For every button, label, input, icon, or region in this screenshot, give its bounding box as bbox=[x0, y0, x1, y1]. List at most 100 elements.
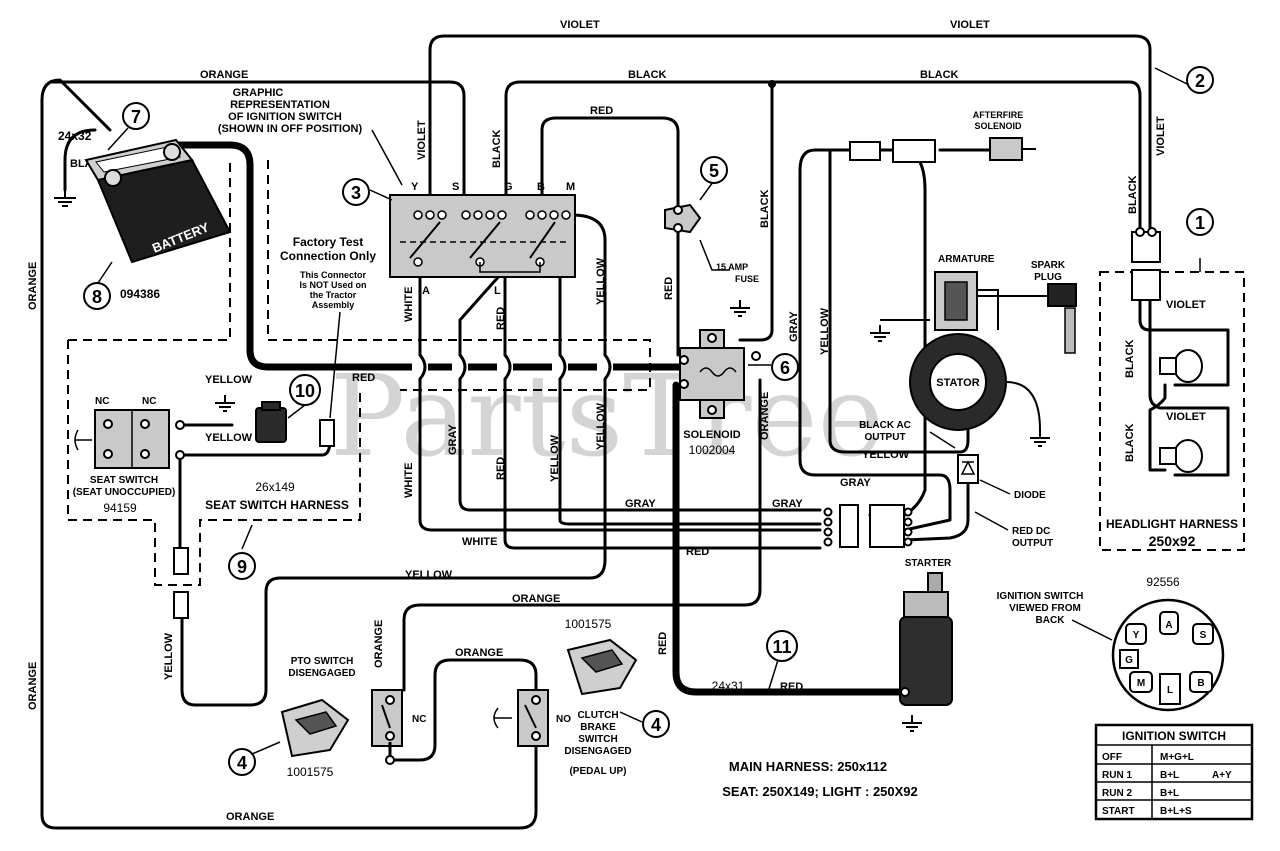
callout-9: 9 bbox=[237, 557, 247, 577]
table-row-3-circuit: B+L+S bbox=[1160, 806, 1192, 817]
pto-part-number: 1001575 bbox=[287, 765, 334, 779]
ign-back-line-3: BACK bbox=[1036, 615, 1066, 626]
ign-back-l: L bbox=[1167, 685, 1173, 696]
ign-term-a: A bbox=[422, 285, 430, 297]
table-row-3-pos: START bbox=[1102, 806, 1135, 817]
diode-label: DIODE bbox=[1014, 490, 1046, 501]
ign-desc-4: (SHOWN IN OFF POSITION) bbox=[218, 123, 363, 135]
clutch-brake-switch: NO CLUTCH BRAKE SWITCH DISENGAGED (PEDAL… bbox=[493, 617, 638, 777]
ign-term-l: L bbox=[494, 285, 501, 297]
ign-back-a: A bbox=[1165, 620, 1172, 631]
label-red-ign: RED bbox=[495, 307, 507, 330]
label-black-head-1: BLACK bbox=[1124, 339, 1136, 378]
ign-back-b: B bbox=[1197, 678, 1204, 689]
callout-7: 7 bbox=[131, 107, 141, 127]
callout-5: 5 bbox=[709, 161, 719, 181]
callout-4b: 4 bbox=[651, 715, 661, 735]
callout-11: 11 bbox=[772, 637, 791, 657]
ign-back-y: Y bbox=[1133, 630, 1140, 641]
label-violet-head-2: VIOLET bbox=[1166, 411, 1206, 423]
headlight-title: HEADLIGHT HARNESS bbox=[1106, 517, 1238, 531]
table-title: IGNITION SWITCH bbox=[1122, 729, 1226, 743]
afterfire-line-1: AFTERFIRE bbox=[973, 110, 1024, 120]
label-yellow-lower: YELLOW bbox=[549, 434, 561, 482]
label-black-sol: BLACK bbox=[759, 189, 771, 228]
spark-line-1: SPARK bbox=[1031, 260, 1066, 271]
table-row-1-circuit: B+L bbox=[1160, 770, 1179, 781]
table-row-2-circuit: B+L bbox=[1160, 788, 1179, 799]
label-yellow-bottom: YELLOW bbox=[405, 569, 453, 581]
callout-1: 1 bbox=[1195, 213, 1205, 233]
thick-cables bbox=[171, 141, 909, 696]
label-red-top: RED bbox=[590, 105, 613, 117]
label-red-main: RED bbox=[352, 372, 375, 384]
clutch-no-label: NO bbox=[556, 714, 571, 725]
callout-4a: 4 bbox=[237, 753, 247, 773]
label-white-bottom: WHITE bbox=[462, 536, 497, 548]
seat-connector-10 bbox=[255, 401, 287, 443]
label-violet-head-1: VIOLET bbox=[1166, 299, 1206, 311]
ign-back-line-1: IGNITION SWITCH bbox=[997, 591, 1084, 602]
table-row-0-pos: OFF bbox=[1102, 752, 1122, 763]
wire-labels: VIOLET VIOLET ORANGE BLACK BLACK RED BLA… bbox=[27, 19, 1206, 823]
seat-harness-title: SEAT SWITCH HARNESS bbox=[205, 498, 349, 512]
label-gray-2: GRAY bbox=[772, 498, 803, 510]
label-yellow-engine: YELLOW bbox=[862, 449, 910, 461]
seat-harness-size: 26x149 bbox=[255, 480, 295, 494]
ign-term-y: Y bbox=[411, 181, 419, 193]
red-dc-line-1: RED DC bbox=[1012, 526, 1050, 537]
stator-label: STATOR bbox=[936, 377, 979, 389]
wires bbox=[40, 34, 1230, 830]
solenoid-label: SOLENOID bbox=[683, 429, 741, 441]
callout-8: 8 bbox=[92, 287, 102, 307]
label-black-ign: BLACK bbox=[491, 129, 503, 168]
factory-test-note-2: Is NOT Used on bbox=[299, 280, 366, 290]
label-yellow-lower-2: YELLOW bbox=[595, 402, 607, 450]
ign-term-b: B bbox=[537, 181, 545, 193]
factory-test-note-3: the Tractor bbox=[310, 290, 357, 300]
ign-desc-3: OF IGNITION SWITCH bbox=[228, 111, 342, 123]
label-red-starter: RED bbox=[780, 681, 803, 693]
solenoid-part-number: 1002004 bbox=[689, 443, 736, 457]
label-gray-engine: GRAY bbox=[788, 311, 800, 342]
label-orange-left: ORANGE bbox=[27, 262, 39, 310]
label-white-lower: WHITE bbox=[403, 463, 415, 498]
fuse-line-1: 15 AMP bbox=[716, 262, 748, 272]
label-yellow-seat-v: YELLOW bbox=[163, 632, 175, 680]
ign-term-s: S bbox=[452, 181, 459, 193]
label-yellow-seat: YELLOW bbox=[205, 374, 253, 386]
ign-back-line-2: VIEWED FROM bbox=[1009, 603, 1081, 614]
afterfire-line-2: SOLENOID bbox=[974, 121, 1022, 131]
seat-nc-1: NC bbox=[95, 396, 109, 407]
label-orange-pto: ORANGE bbox=[373, 620, 385, 668]
starter: STARTER bbox=[899, 558, 953, 706]
pto-nc-label: NC bbox=[412, 714, 426, 725]
ign-desc-1: GRAPHIC bbox=[233, 87, 284, 99]
battery-cable-size: 24x32 bbox=[58, 129, 92, 143]
label-orange-sol: ORANGE bbox=[759, 392, 771, 440]
label-black-top-2: BLACK bbox=[920, 69, 959, 81]
label-violet-top-2: VIOLET bbox=[950, 19, 990, 31]
seat-switch: NC NC SEAT SWITCH (SEAT UNOCCUPIED) 9415… bbox=[73, 396, 349, 619]
label-yellow-seat-2: YELLOW bbox=[205, 432, 253, 444]
seat-switch-title-2: (SEAT UNOCCUPIED) bbox=[73, 487, 176, 498]
ignition-switch-graphic: Y S G B M A L GRAPHIC REPRESENTATION OF … bbox=[218, 87, 576, 297]
solenoid: SOLENOID 1002004 bbox=[679, 329, 761, 457]
callout-2: 2 bbox=[1195, 71, 1205, 91]
label-violet-ign: VIOLET bbox=[416, 120, 428, 160]
engine-harness-connector bbox=[823, 504, 913, 548]
seat-switch-title-1: SEAT SWITCH bbox=[90, 475, 158, 486]
label-gray-1: GRAY bbox=[625, 498, 656, 510]
label-black-right: BLACK bbox=[1127, 175, 1139, 214]
ground-icons bbox=[54, 190, 1050, 732]
pto-title-1: PTO SWITCH bbox=[291, 656, 354, 667]
fuse-line-2: FUSE bbox=[735, 274, 759, 284]
headlight-part-number: 250x92 bbox=[1149, 533, 1196, 549]
factory-test-connector: Factory Test Connection Only This Connec… bbox=[280, 235, 376, 447]
label-orange-left-2: ORANGE bbox=[27, 662, 39, 710]
ign-term-m: M bbox=[566, 181, 575, 193]
factory-test-title-1: Factory Test bbox=[293, 235, 363, 249]
label-red-lower: RED bbox=[495, 457, 507, 480]
label-red-fuse: RED bbox=[663, 277, 675, 300]
